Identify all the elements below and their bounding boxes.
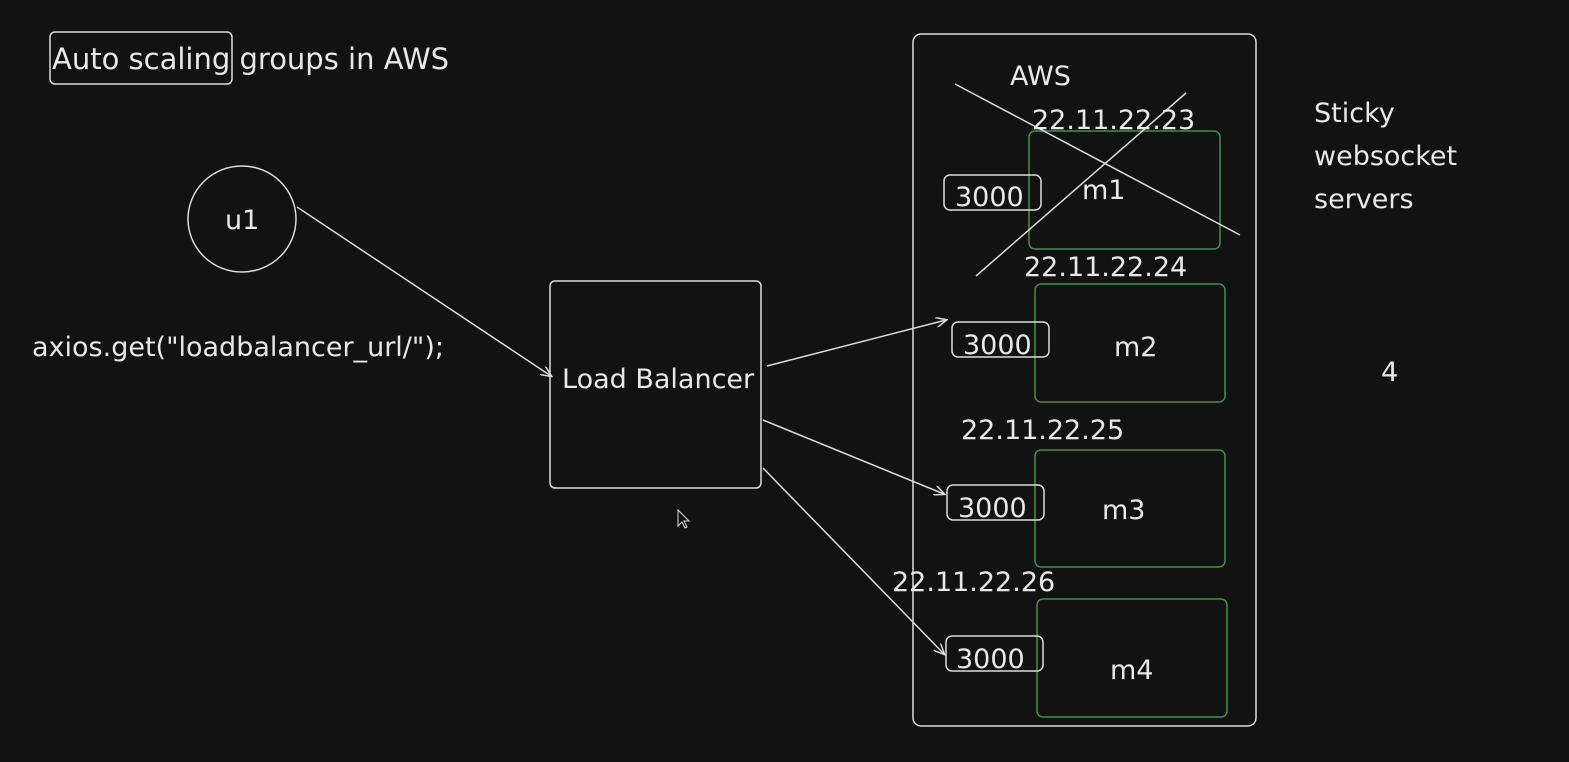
aws-label: AWS (1010, 61, 1071, 92)
server-ip-m3: 22.11.22.25 (961, 415, 1125, 446)
strike-line-1 (954, 83, 1241, 236)
code-snippet: axios.get("loadbalancer_url/"); (32, 332, 444, 363)
mouse-cursor-icon (677, 508, 691, 529)
server-name-m1: m1 (1082, 175, 1126, 206)
user-label: u1 (225, 205, 260, 236)
server-ip-m2: 22.11.22.24 (1024, 252, 1188, 283)
aws-container (912, 33, 1257, 727)
server-count: 4 (1381, 357, 1399, 388)
server-port-m4: 3000 (956, 644, 1025, 675)
server-box-m3 (1034, 449, 1226, 568)
arrow-lb-to-m3 (762, 419, 944, 494)
server-box-m1 (1028, 130, 1221, 250)
server-name-m4: m4 (1110, 655, 1154, 686)
diagram-title: Auto scaling groups in AWS (52, 42, 450, 76)
server-name-m2: m2 (1114, 332, 1158, 363)
arrow-lb-to-m2 (766, 320, 946, 367)
side-note-line-1: Sticky (1314, 98, 1395, 129)
server-port-m3: 3000 (958, 493, 1027, 524)
server-ip-m1: 22.11.22.23 (1032, 105, 1196, 136)
load-balancer-box (549, 280, 762, 489)
port-box-m1 (943, 174, 1042, 211)
server-port-m2: 3000 (963, 330, 1032, 361)
port-box-m3 (946, 484, 1045, 521)
server-box-m2 (1034, 283, 1226, 403)
server-ip-m4: 22.11.22.26 (892, 567, 1056, 598)
server-port-m1: 3000 (955, 182, 1024, 213)
arrow-lb-to-m4 (762, 467, 944, 654)
server-name-m3: m3 (1102, 495, 1146, 526)
arrow-user-to-lb (296, 206, 551, 376)
side-note-line-3: servers (1314, 184, 1414, 215)
server-box-m4 (1036, 598, 1228, 718)
port-box-m2 (951, 321, 1050, 358)
load-balancer-label: Load Balancer (562, 364, 755, 395)
port-box-m4 (945, 635, 1044, 672)
strike-line-2 (975, 92, 1187, 277)
side-note-line-2: websocket (1314, 141, 1458, 172)
title-frame (49, 31, 233, 85)
user-node (187, 165, 297, 273)
